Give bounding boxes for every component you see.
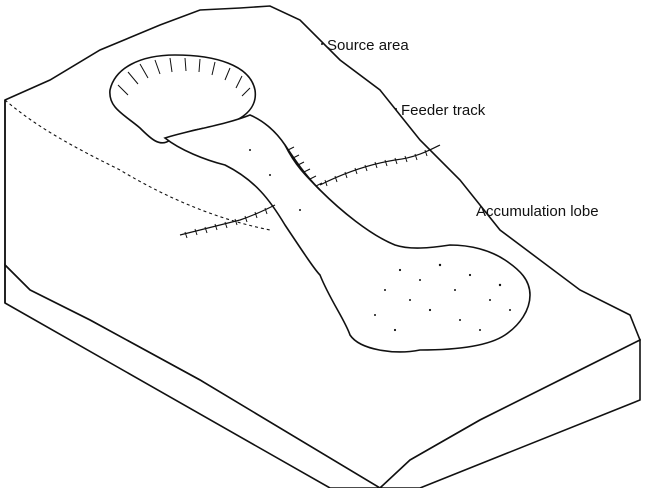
feeder-track-label: Feeder track <box>401 103 485 118</box>
source-area-label: Source area <box>327 38 409 53</box>
feeder-track-leader <box>395 108 397 110</box>
accumulation-lobe-label: Accumulation lobe <box>476 204 599 219</box>
source-area-leader <box>321 43 323 45</box>
